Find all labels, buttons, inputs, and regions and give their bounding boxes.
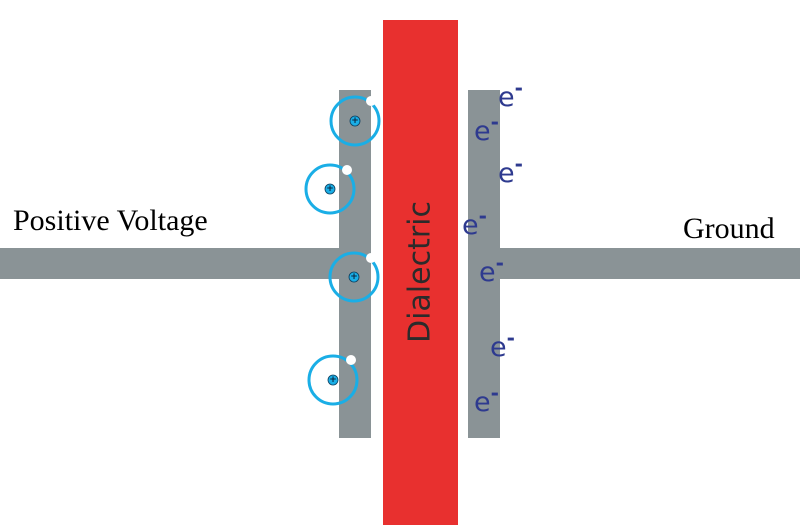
atom-orbit: [307, 354, 359, 406]
electron-label: e-: [498, 152, 523, 189]
atom-orbit: [328, 251, 380, 303]
electron-charge: -: [496, 251, 504, 275]
electron-symbol: e: [490, 332, 507, 363]
atom-nucleus: [349, 115, 361, 127]
electron-symbol: e: [498, 82, 515, 113]
electron-symbol: e: [474, 387, 491, 418]
electron-hole: [366, 253, 376, 263]
atom: +: [329, 95, 381, 147]
positive-plate: [339, 90, 371, 438]
electron-hole: [342, 165, 352, 175]
atom-nucleus: [348, 271, 360, 283]
atom: +: [307, 354, 359, 406]
electron-label: e-: [490, 326, 515, 363]
atom-nucleus: [327, 374, 339, 386]
electron-symbol: e: [498, 158, 515, 189]
electron-charge: -: [491, 110, 499, 134]
electron-symbol: e: [462, 210, 479, 241]
electron-label: e-: [474, 110, 499, 147]
electron-hole: [366, 96, 376, 106]
atom-orbit: [329, 95, 381, 147]
atom-nucleus: [324, 183, 336, 195]
electron-label: e-: [462, 204, 487, 241]
positive-voltage-label: Positive Voltage: [13, 204, 208, 237]
ground-label: Ground: [683, 212, 775, 245]
electron-charge: -: [479, 204, 487, 228]
electron-charge: -: [515, 76, 523, 100]
atom-orbit: [304, 163, 356, 215]
electron-label: e-: [474, 381, 499, 418]
ground-wire: [495, 248, 800, 279]
proton-sign: +: [351, 116, 359, 126]
atom: +: [328, 251, 380, 303]
electron-label: e-: [479, 251, 504, 288]
dielectric-layer: [383, 20, 458, 525]
proton-sign: +: [326, 184, 334, 194]
electron-hole: [346, 355, 356, 365]
electron-label: e-: [498, 76, 523, 113]
ground-plate: [468, 90, 500, 438]
electron-charge: -: [491, 381, 499, 405]
electron-charge: -: [507, 326, 515, 350]
proton-sign: +: [350, 272, 358, 282]
electron-symbol: e: [479, 257, 496, 288]
electron-symbol: e: [474, 116, 491, 147]
dielectric-label: Dialectric: [403, 201, 438, 343]
electron-charge: -: [515, 152, 523, 176]
atom: +: [304, 163, 356, 215]
proton-sign: +: [329, 375, 337, 385]
positive-wire: [0, 248, 345, 279]
